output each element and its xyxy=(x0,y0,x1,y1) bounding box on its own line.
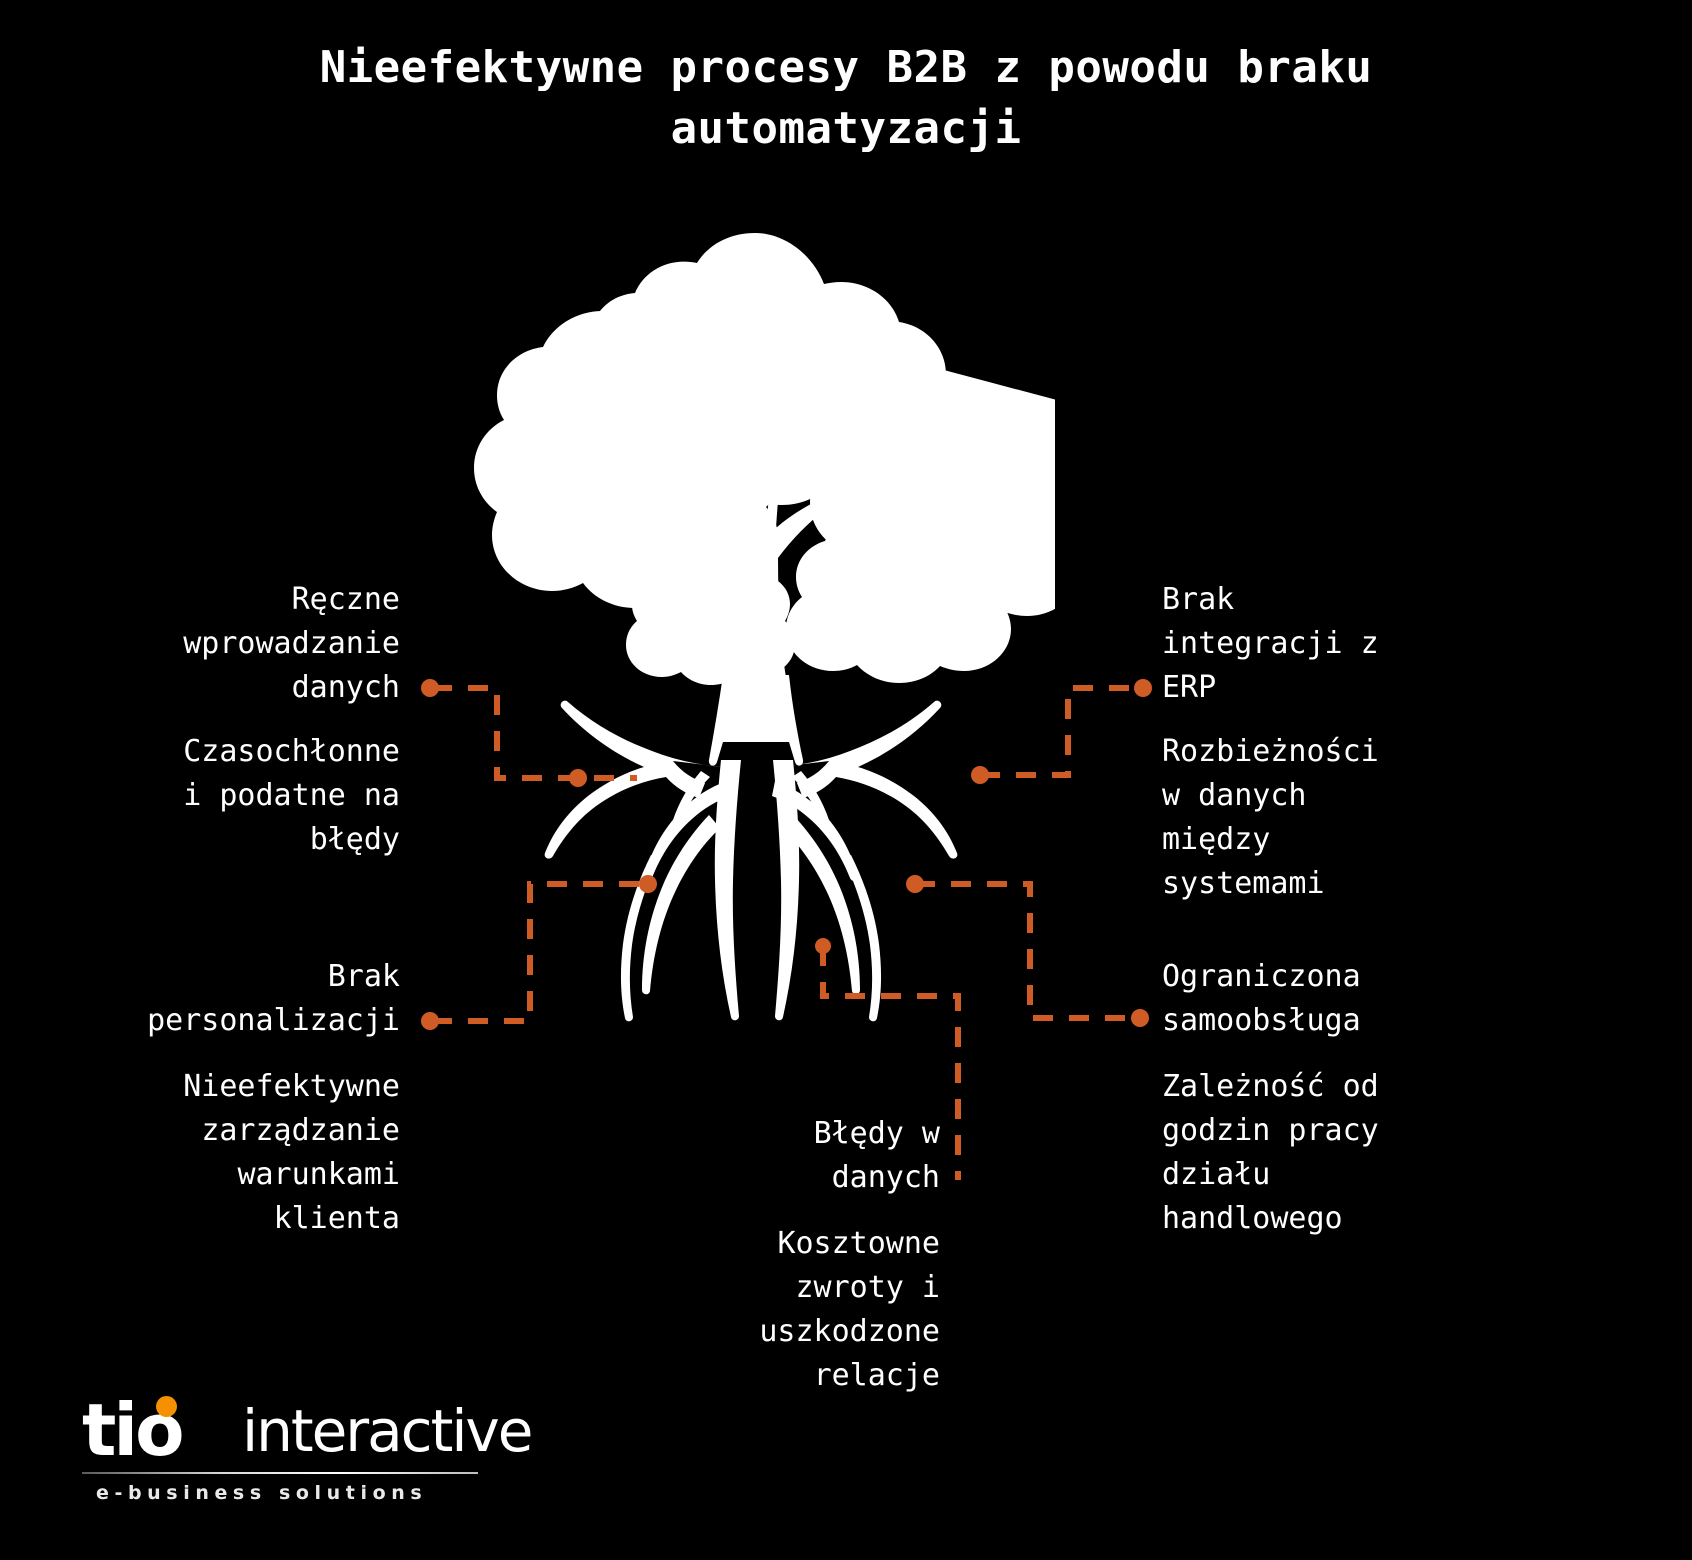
root-right-inner xyxy=(772,781,859,881)
label-ograniczona-samoobsluga: Ograniczona samoobsługa xyxy=(1162,959,1361,1039)
canopy-lobe-small-right xyxy=(786,513,1011,683)
tree-svg xyxy=(474,233,1080,1022)
logo-text-interactive: interactive xyxy=(242,1397,533,1465)
root-right-upper xyxy=(779,700,958,859)
label-reczne-wprowadzanie-danych: Ręczne wprowadzanie danych xyxy=(183,582,400,706)
logo-orange-dot-icon xyxy=(156,1396,177,1417)
root-stub-right xyxy=(792,771,830,826)
trunk-lower xyxy=(708,675,804,766)
root-left-deep xyxy=(642,815,720,995)
label-nieefektywne-zarzadzanie-warunkami-klienta: Nieefektywne zarządzanie warunkami klien… xyxy=(183,1069,400,1237)
root-stub-left xyxy=(672,771,710,826)
page-title: Nieefektywne procesy B2B z powodu braku … xyxy=(319,42,1373,154)
label-rozbieznosci-w-danych-miedzy-systemami: Rozbieżności w danych między systemami xyxy=(1162,734,1379,902)
logo-divider xyxy=(82,1472,478,1474)
root-left-inner xyxy=(643,781,730,881)
tio-interactive-logo[interactable]: tio interactive e-business solutions xyxy=(82,1394,533,1516)
label-zaleznosc-od-godzin-pracy-dzialu-handlowego: Zależność od godzin pracy działu handlow… xyxy=(1162,1069,1379,1237)
label-kosztowne-zwroty-i-uszkodzone-relacje: Kosztowne zwroty i uszkodzone relacje xyxy=(759,1226,940,1394)
connector-node-left-bottom-label xyxy=(421,1012,439,1030)
connector-node-left-top-label xyxy=(421,679,439,697)
logo-tagline: e-business solutions xyxy=(96,1482,428,1504)
connector-node-right-top-label xyxy=(1134,679,1152,697)
logo-wordmark: tio interactive xyxy=(82,1394,533,1470)
tree-illustration xyxy=(455,215,1080,1025)
root-taproot xyxy=(714,760,741,1021)
label-bledy-w-danych: Błędy w danych xyxy=(813,1116,940,1196)
label-brak-integracji-z-erp: Brak integracji z ERP xyxy=(1162,582,1379,706)
connector-node-right-bottom-label xyxy=(1131,1009,1149,1027)
trunk-upper xyxy=(670,411,842,696)
label-brak-personalizacji: Brak personalizacji xyxy=(147,959,400,1039)
label-czasochlonne-i-podatne-na-bledy: Czasochłonne i podatne na błędy xyxy=(183,734,400,858)
